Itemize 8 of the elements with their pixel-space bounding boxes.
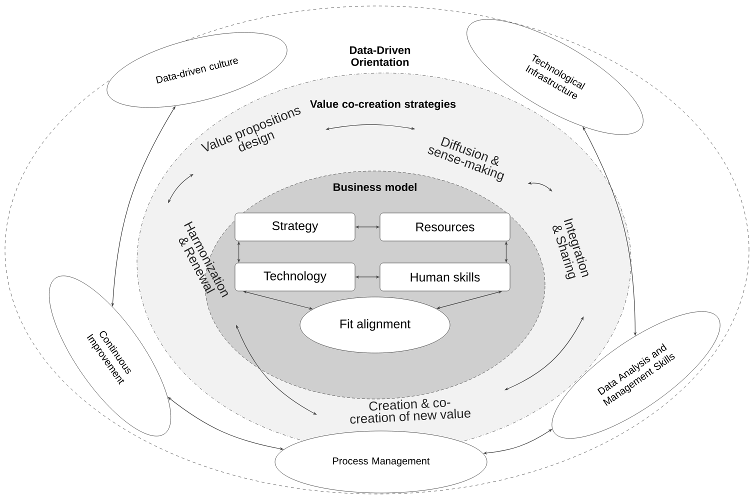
rounded-box: Technology: [234, 262, 356, 292]
strategy-label: Creation & co-creation of new value: [350, 398, 470, 424]
ellipse-node: Process Management: [274, 430, 488, 494]
rounded-box: Strategy: [234, 212, 356, 242]
ellipse-node: Fit alignment: [300, 296, 450, 354]
rounded-box: Resources: [380, 212, 510, 242]
rounded-box: Human skills: [380, 262, 510, 292]
node-label: Process Management: [333, 458, 430, 466]
